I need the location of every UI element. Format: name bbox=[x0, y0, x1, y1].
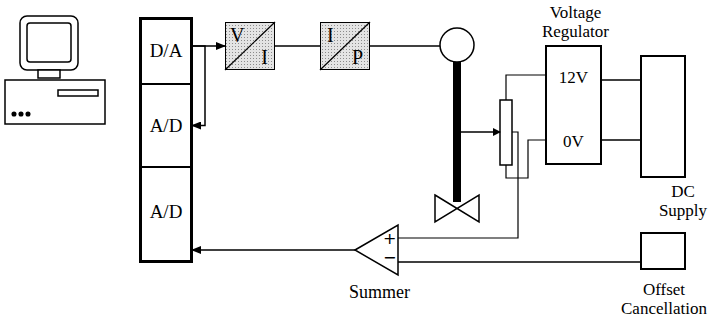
valve-stem bbox=[453, 62, 461, 202]
signal-wire bbox=[398, 132, 518, 238]
potentiometer bbox=[500, 100, 512, 165]
supply-wire-12v bbox=[506, 75, 545, 100]
output-quantity: I bbox=[261, 46, 268, 68]
monitor-screen bbox=[27, 23, 71, 62]
computer-case bbox=[5, 80, 105, 124]
io-board-frame bbox=[140, 18, 192, 262]
signal-connector bbox=[602, 139, 640, 141]
input-quantity: I bbox=[327, 24, 334, 46]
valve-body bbox=[435, 195, 479, 222]
converter-label: A/D bbox=[150, 116, 183, 137]
monitor-stand bbox=[38, 70, 60, 78]
converter-cell: A/D bbox=[140, 166, 192, 262]
component-label: Voltage Regulator bbox=[527, 3, 624, 41]
converter-label: A/D bbox=[150, 202, 183, 223]
offset-cancellation-box: Offset Cancellation bbox=[640, 232, 686, 270]
summer-amplifier: +−Summer bbox=[355, 225, 398, 275]
button-dot bbox=[19, 112, 23, 116]
drive-slot bbox=[58, 90, 98, 96]
converter-cell: D/A bbox=[140, 18, 192, 85]
signal-connector bbox=[192, 249, 355, 251]
signal-connector bbox=[275, 45, 320, 47]
component-label: DC Supply bbox=[656, 182, 710, 220]
signal-connector bbox=[398, 261, 640, 263]
actuator-circle bbox=[440, 28, 474, 62]
terminal-label: 12V bbox=[559, 69, 588, 88]
minus-input: − bbox=[383, 249, 396, 267]
signal-converter-box: IP bbox=[320, 22, 370, 70]
voltage-regulator-box: Voltage Regulator12V0V bbox=[545, 45, 602, 165]
button-dot bbox=[26, 112, 30, 116]
signal-converter-box: VI bbox=[225, 22, 275, 70]
converter-label: D/A bbox=[150, 41, 183, 62]
terminal-label: 0V bbox=[563, 133, 584, 152]
pneumatic-line bbox=[370, 45, 440, 47]
converter-shading bbox=[320, 22, 370, 70]
component-label: Offset Cancellation bbox=[614, 280, 710, 318]
signal-connector bbox=[602, 79, 640, 81]
converter-shading bbox=[225, 22, 275, 70]
converter-cell: A/D bbox=[140, 83, 192, 168]
summer-triangle bbox=[355, 225, 398, 275]
wiper-arrow bbox=[461, 131, 500, 133]
dc-supply-box: DC Supply bbox=[640, 55, 686, 178]
plus-input: + bbox=[383, 230, 396, 248]
converter-diagonal bbox=[320, 22, 370, 70]
button-dot bbox=[12, 112, 16, 116]
monitor bbox=[20, 16, 78, 70]
converter-diagonal bbox=[225, 22, 275, 70]
output-quantity: P bbox=[352, 46, 363, 68]
signal-connector bbox=[192, 46, 205, 126]
component-label: Summer bbox=[349, 283, 410, 303]
computer-icon bbox=[5, 16, 105, 124]
input-quantity: V bbox=[230, 24, 244, 46]
supply-wire-0v bbox=[506, 140, 545, 178]
